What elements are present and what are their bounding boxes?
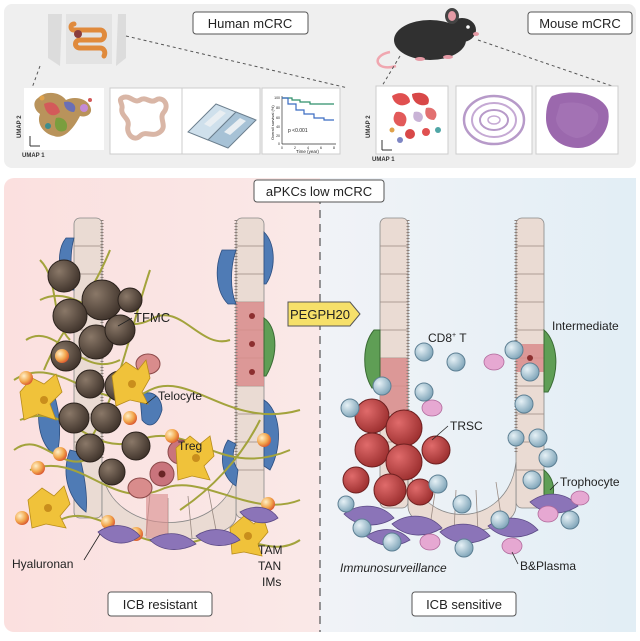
telocyte-label: Telocyte xyxy=(158,389,202,403)
icb-sensitive-label: ICB sensitive xyxy=(426,597,502,612)
tam-label: TAM xyxy=(258,543,282,557)
trsc-cells xyxy=(342,398,451,507)
neutrophil-cells xyxy=(15,349,275,541)
myeloid-cells-left xyxy=(97,506,279,550)
myeloid-cells-right xyxy=(343,493,579,546)
km-ytick: 40 xyxy=(276,125,280,129)
km-xtick: 2 xyxy=(294,146,296,150)
pegph20-arrow xyxy=(287,301,361,327)
tan-label: TAN xyxy=(258,559,281,573)
b-plasma-cells xyxy=(419,353,590,555)
icb-sensitive-box xyxy=(411,591,517,617)
km-ylabel: Overall survival (%) xyxy=(270,105,275,140)
tfmc-label: TFMC xyxy=(134,310,170,325)
km-ytick: 100 xyxy=(274,96,280,100)
zoom-line xyxy=(31,65,41,89)
umap1-axis-label: UMAP 1 xyxy=(22,153,45,159)
umap2-axis-label-mouse: UMAP 2 xyxy=(366,115,372,138)
km-xtick: 0 xyxy=(281,146,283,150)
trophocyte-label: Trophocyte xyxy=(560,475,620,489)
swiss-roll-histology xyxy=(462,94,526,146)
human-mcrc-label-box xyxy=(192,11,309,35)
colon-roll-icon xyxy=(117,94,169,141)
intermediate-label: Intermediate xyxy=(552,319,619,333)
km-xtick: 6 xyxy=(320,146,322,150)
km-xtick: 4 xyxy=(307,146,309,150)
km-ytick: 60 xyxy=(276,116,280,120)
human-mcrc-label: Human mCRC xyxy=(208,16,293,31)
km-xtick: 8 xyxy=(333,146,335,150)
slide-icon xyxy=(187,103,257,149)
mouse-mcrc-label: Mouse mCRC xyxy=(539,16,621,31)
umap2-axis-label: UMAP 2 xyxy=(17,115,23,138)
mouse-swiss-roll-box xyxy=(455,85,533,155)
tumor-spot-icon xyxy=(74,30,82,38)
mouse-icon xyxy=(376,8,479,69)
survival-curve-low xyxy=(282,97,334,121)
immunosurveillance-label: Immunosurveillance xyxy=(340,561,447,575)
cd8-t-cells xyxy=(337,340,580,558)
km-ytick: 80 xyxy=(276,106,280,110)
km-ytick: 0 xyxy=(278,142,280,146)
title-box xyxy=(253,179,385,203)
tfmc-cells xyxy=(47,259,151,486)
icb-resistant-box xyxy=(107,591,213,617)
human-torso-icon xyxy=(48,14,126,66)
ims-label: IMs xyxy=(262,575,281,589)
km-ytick: 20 xyxy=(276,134,280,138)
cd8-t-label: CD8+ T xyxy=(428,331,467,345)
survival-curve-high xyxy=(282,97,334,105)
pvalue-label: p <0.001 xyxy=(288,128,308,134)
km-xlabel: Time (year) xyxy=(296,149,319,154)
mouse-mcrc-label-box xyxy=(527,11,633,35)
mouse-umap xyxy=(375,85,449,155)
survival-plot: p <0.001 Overall survival (%) Time (year… xyxy=(270,96,336,154)
survival-plot-box xyxy=(261,87,341,155)
hyaluronan-label: Hyaluronan xyxy=(12,557,73,571)
trsc-label: TRSC xyxy=(450,419,483,433)
human-umap xyxy=(24,88,104,150)
bottom-title: aPKCs low mCRC xyxy=(266,184,372,199)
umap1-axis-label-mouse: UMAP 1 xyxy=(372,157,395,163)
icb-resistant-label: ICB resistant xyxy=(123,597,198,612)
pegph20-label: PEGPH20 xyxy=(290,307,350,322)
b-plasma-label: B&Plasma xyxy=(520,559,576,573)
intermediate-cell xyxy=(263,317,276,377)
treg-cells xyxy=(19,359,269,557)
treg-label: Treg xyxy=(178,439,202,453)
zoom-line xyxy=(125,35,349,89)
